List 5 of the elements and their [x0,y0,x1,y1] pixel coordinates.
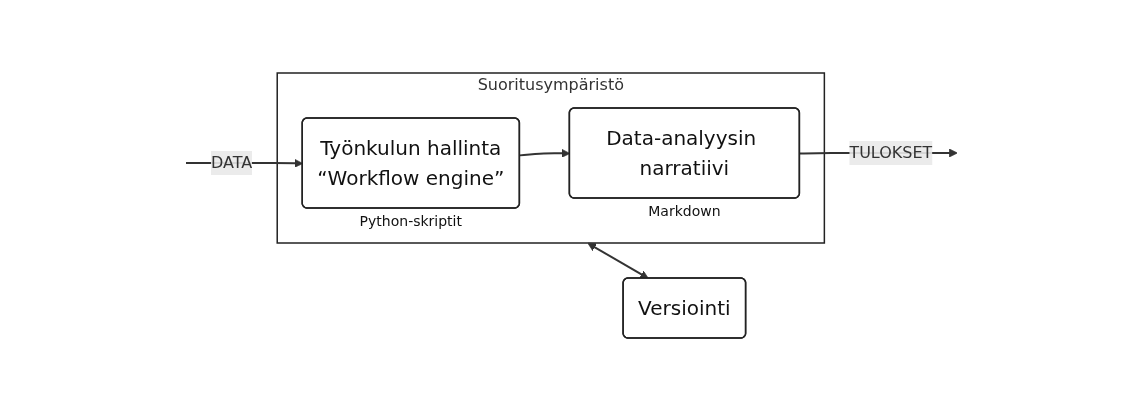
node-caption: Markdown [648,202,721,219]
node-caption: Python-skriptit [359,212,463,229]
edge-label: DATA [211,152,253,172]
arrow [587,242,650,279]
edge-label: TULOKSET [849,142,933,162]
